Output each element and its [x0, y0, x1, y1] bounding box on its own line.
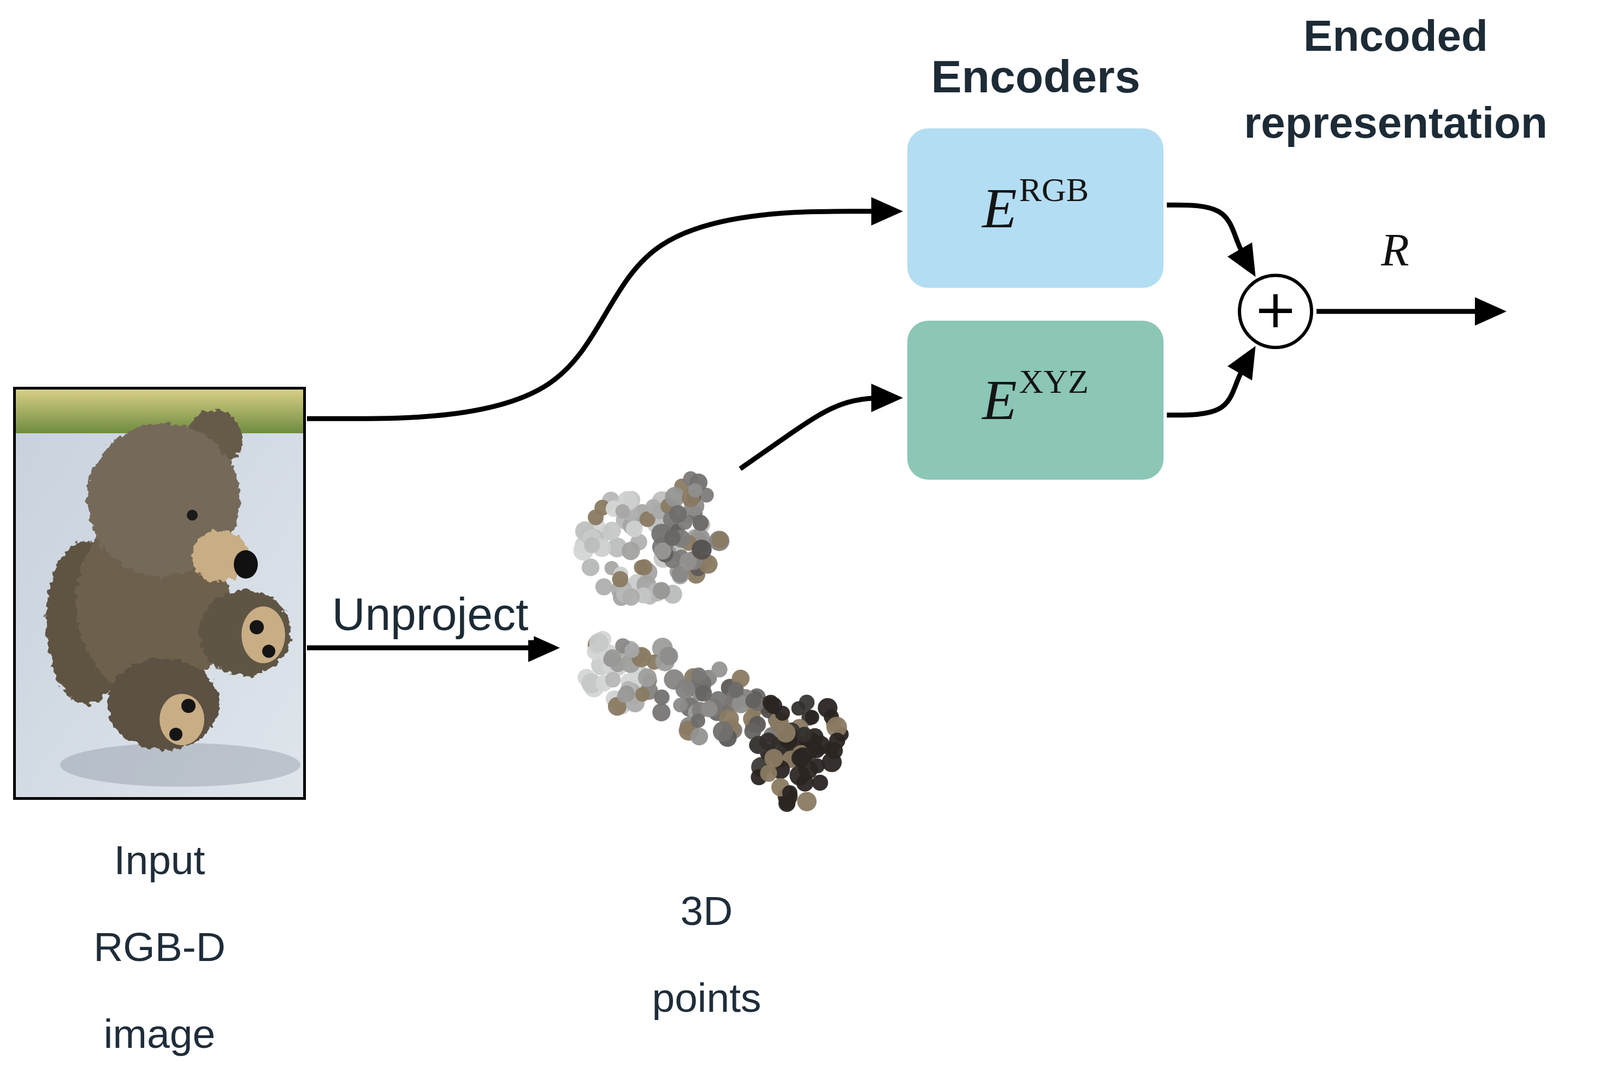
- cloud-point: [672, 697, 688, 713]
- cloud-point: [745, 693, 761, 709]
- cloud-point: [775, 705, 790, 721]
- cloud-point: [829, 732, 846, 749]
- cloud-point: [669, 505, 688, 524]
- cloud-point: [691, 713, 706, 728]
- cloud-point: [775, 722, 796, 743]
- edge-label: Unproject: [326, 587, 535, 641]
- encoder-symbol: E: [982, 176, 1018, 240]
- encoder-symbol: RGB: [1019, 170, 1089, 209]
- photo-ground: [15, 389, 304, 797]
- bear-leg: [198, 589, 291, 676]
- output-arrow-head: [1474, 297, 1507, 326]
- cloud-point: [794, 747, 813, 766]
- output-heading: Encoded representation: [1226, 0, 1566, 167]
- cloud-point: [633, 559, 649, 576]
- output-arrow-line: [1316, 309, 1482, 315]
- cloud-point: [588, 633, 608, 653]
- point-cloud-drawing: [573, 471, 849, 813]
- cloud-point: [611, 570, 629, 588]
- bear-leg: [107, 658, 220, 751]
- teddy-bear: [45, 410, 291, 751]
- connector-arrow: [306, 645, 554, 651]
- paw-pad: [159, 693, 205, 746]
- group-heading: Encoders: [931, 50, 1141, 104]
- cloud-point: [811, 774, 828, 791]
- connector-arrow: [740, 397, 897, 469]
- cloud-point: [727, 682, 744, 699]
- sum-circle: +: [1237, 273, 1314, 350]
- cloud-point: [605, 671, 622, 688]
- cloud-point: [700, 700, 718, 718]
- cloud-point: [583, 536, 600, 553]
- encoder-symbol: E: [982, 368, 1018, 432]
- bear-shadow: [60, 742, 301, 787]
- cloud-point: [782, 784, 798, 801]
- cloud-point: [615, 504, 630, 519]
- cloud-point: [712, 721, 734, 742]
- cloud-point: [791, 700, 806, 716]
- cloud-point: [796, 726, 812, 742]
- cloud-point: [652, 703, 671, 722]
- paw-spot: [181, 698, 196, 713]
- point-cloud: 3D points: [566, 479, 847, 812]
- sum-symbol: +: [1253, 282, 1298, 336]
- cloud-point: [694, 684, 712, 702]
- cloud-point: [675, 679, 695, 699]
- connector-arrow: [306, 211, 897, 419]
- output-symbol: R: [1380, 223, 1409, 277]
- cloud-point: [603, 521, 622, 540]
- cloud-point: [621, 541, 641, 561]
- cloud-point: [617, 688, 632, 704]
- cloud-point: [691, 539, 712, 560]
- encoder-symbol: XYZ: [1019, 362, 1089, 400]
- connector-arrow: [1166, 351, 1253, 416]
- cloud-point: [764, 748, 783, 768]
- cloud-point: [691, 667, 707, 683]
- encoder-box: EXYZ: [907, 320, 1164, 480]
- image-caption: 3D points: [635, 867, 778, 1042]
- encoder-box: ERGB: [907, 128, 1164, 288]
- cloud-point: [581, 558, 600, 576]
- cloud-point: [690, 727, 708, 746]
- cloud-point: [624, 642, 640, 658]
- paw-spot: [169, 727, 183, 741]
- connector-arrow: [1166, 204, 1253, 271]
- cloud-point: [759, 732, 778, 751]
- teddy-photo: [15, 389, 304, 797]
- bear-eye: [186, 509, 198, 521]
- cloud-point: [622, 587, 640, 606]
- cloud-point: [804, 710, 820, 725]
- cloud-point: [796, 791, 817, 811]
- cloud-point: [653, 542, 671, 560]
- cloud-point: [688, 483, 703, 498]
- cloud-point: [604, 648, 622, 666]
- cloud-point: [711, 661, 728, 678]
- cloud-point: [664, 529, 681, 547]
- cloud-point: [711, 531, 729, 549]
- cloud-point: [796, 774, 814, 792]
- input-image: Input RGB-D image: [13, 386, 306, 800]
- cloud-point: [635, 687, 650, 702]
- paw-spot: [262, 644, 276, 658]
- bear-nose: [233, 550, 258, 579]
- paw-spot: [249, 620, 264, 635]
- cloud-point: [626, 520, 643, 538]
- caption-block: 3D points: [635, 867, 778, 1042]
- cloud-point: [692, 514, 710, 531]
- cloud-point: [709, 530, 730, 551]
- cloud-point: [653, 689, 670, 705]
- cloud-point: [638, 668, 657, 687]
- caption-block: Input RGB-D image: [69, 816, 250, 1073]
- cloud-point: [652, 581, 671, 600]
- image-caption: Input RGB-D image: [69, 816, 250, 1073]
- cloud-point: [759, 764, 777, 782]
- cloud-point: [659, 646, 678, 666]
- paw-pad: [241, 606, 286, 664]
- cloud-point: [595, 578, 613, 596]
